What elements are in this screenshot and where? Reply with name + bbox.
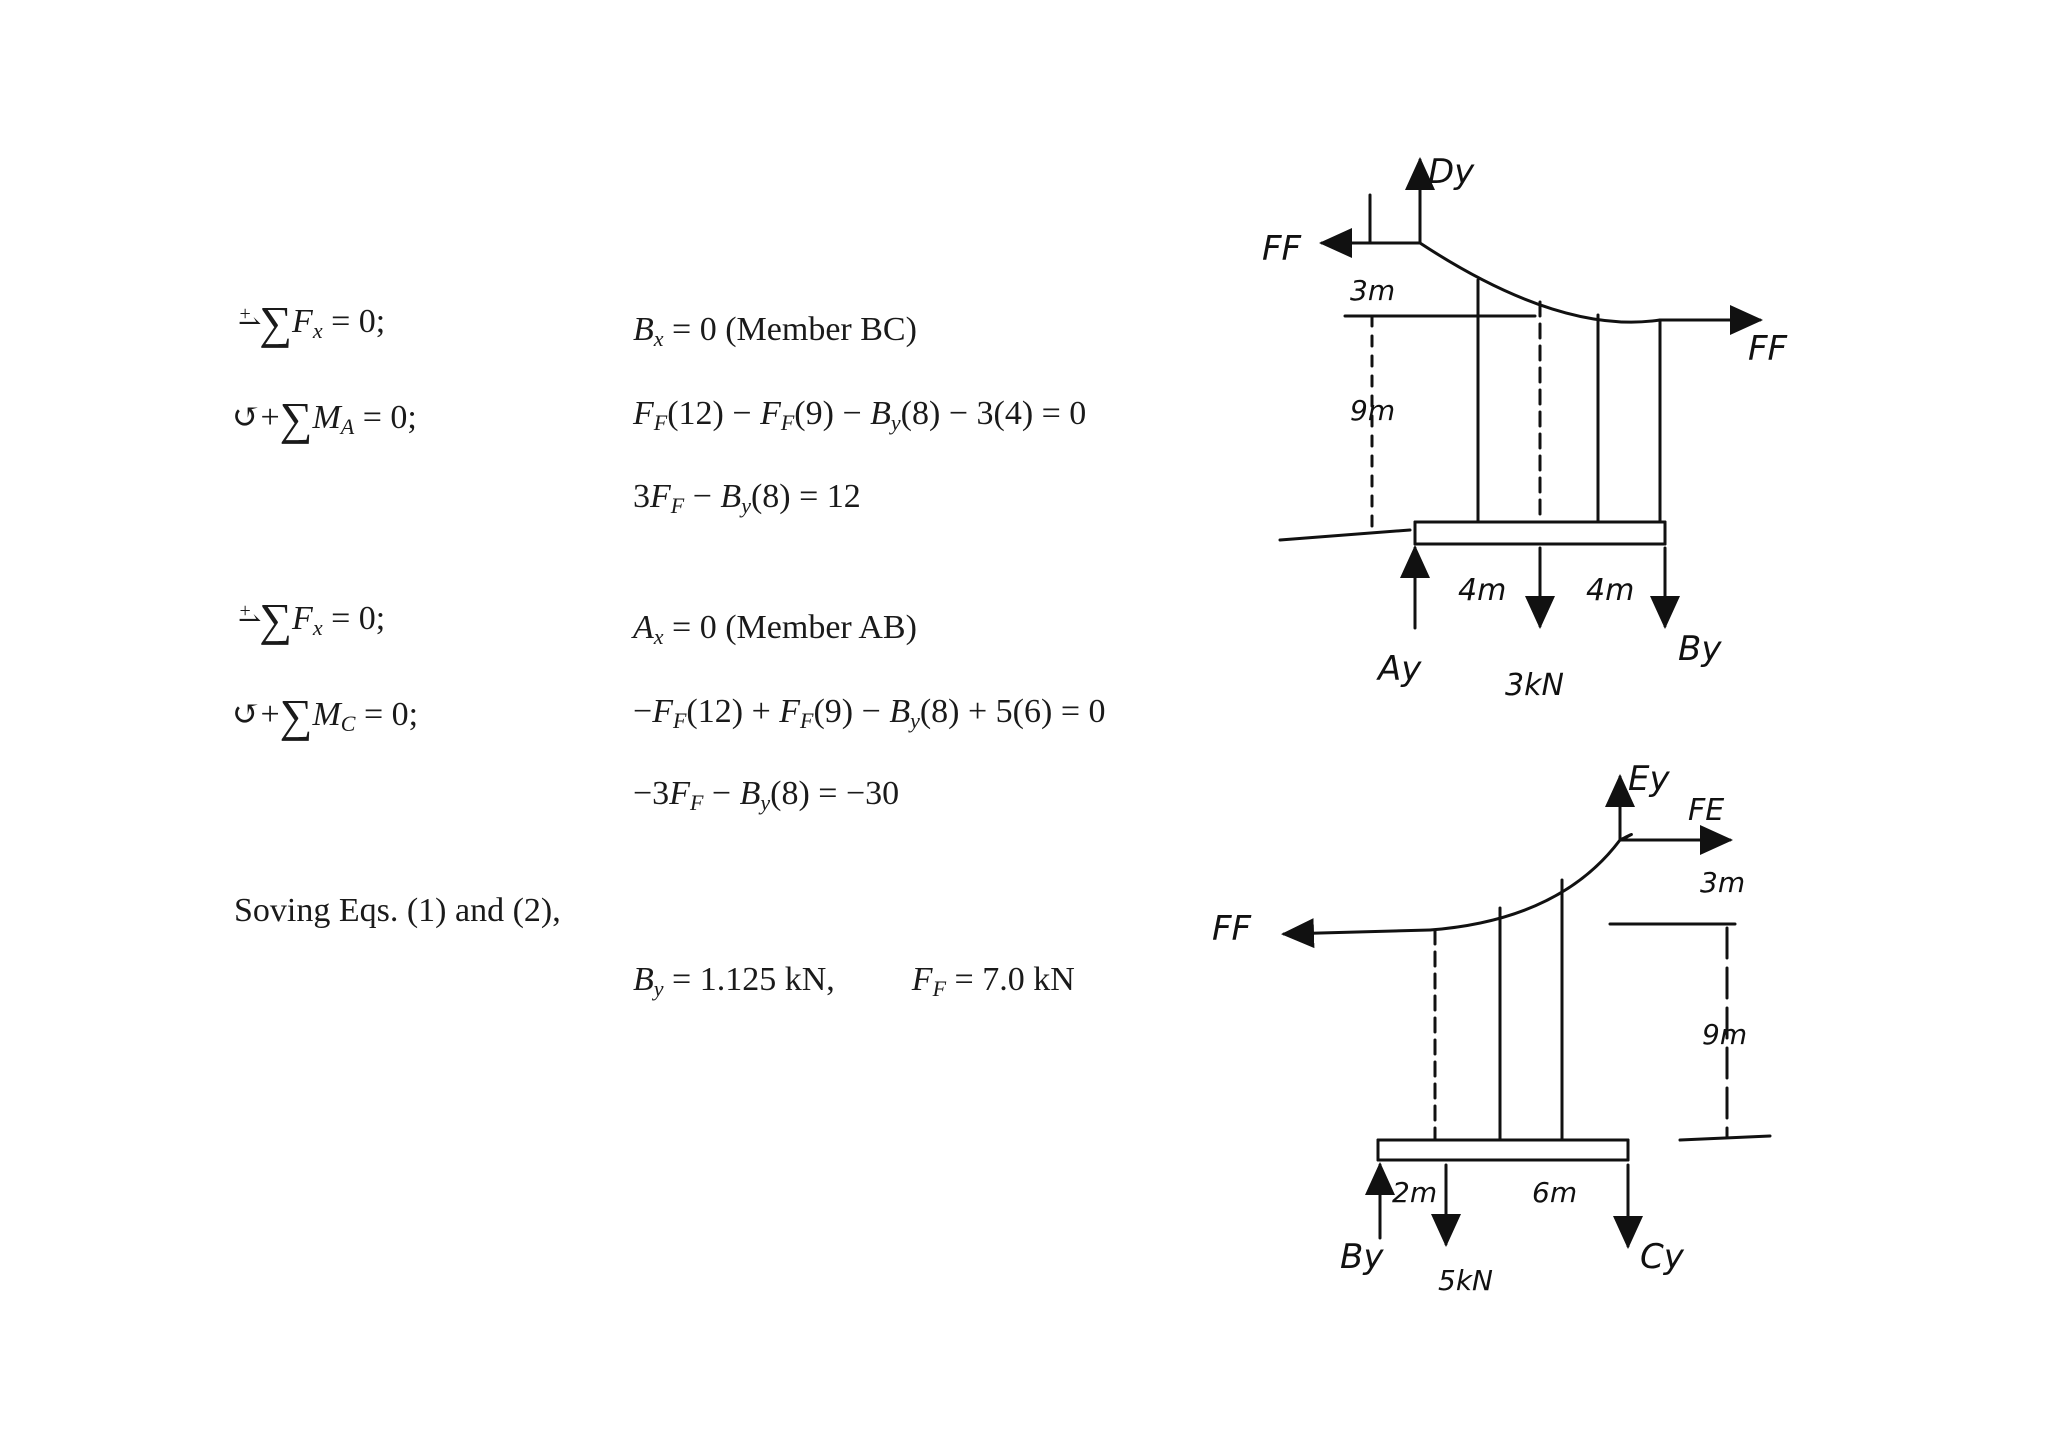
sum-mc-condition: ↺+∑MC = 0; <box>232 690 419 741</box>
label-9m-2: 9m <box>1702 1018 1747 1051</box>
label-4m-a: 4m <box>1458 573 1506 608</box>
solving-text: Soving Eqs. (1) and (2), <box>234 892 561 929</box>
label-9m: 9m <box>1350 394 1395 427</box>
diagram-2 <box>1281 774 1772 1249</box>
equation-2: −3FF − By(8) = −30 <box>633 775 900 815</box>
ax-equation: Ax = 0 (Member AB) <box>633 609 917 649</box>
label-6m: 6m <box>1532 1176 1577 1209</box>
label-ff-2: FF <box>1212 909 1252 949</box>
label-ay: Ay <box>1376 649 1422 689</box>
results-line: By = 1.125 kN, FF = 7.0 kN <box>633 961 1075 1001</box>
moment-c-equation: −FF(12) + FF(9) − By(8) + 5(6) = 0 <box>633 693 1106 733</box>
label-by-2: By <box>1340 1237 1384 1277</box>
label-3kn: 3kN <box>1505 668 1564 703</box>
label-2m: 2m <box>1392 1176 1437 1209</box>
sum-fx-condition-1: ⇀+ ∑Fx = 0; <box>238 297 386 348</box>
label-4m-b: 4m <box>1586 573 1634 608</box>
label-cy: Cy <box>1640 1237 1685 1277</box>
equation-1: 3FF − By(8) = 12 <box>633 478 861 518</box>
sum-fx-condition-2: ⇀+ ∑Fx = 0; <box>238 594 386 645</box>
label-ff-right: FF <box>1748 329 1788 369</box>
label-fe: FE <box>1688 793 1724 828</box>
label-dy: Dy <box>1428 152 1475 192</box>
label-5kn: 5kN <box>1438 1264 1493 1297</box>
diagram-1 <box>1278 157 1763 630</box>
label-3m: 3m <box>1350 274 1395 307</box>
label-ff-left: FF <box>1262 229 1302 269</box>
sum-ma-condition: ↺+∑MA = 0; <box>232 393 417 444</box>
label-by: By <box>1678 629 1722 669</box>
moment-a-equation: FF(12) − FF(9) − By(8) − 3(4) = 0 <box>633 395 1087 435</box>
label-ey: Ey <box>1628 759 1670 799</box>
bx-equation: Bx = 0 (Member BC) <box>633 311 917 351</box>
label-3m-2: 3m <box>1700 866 1745 899</box>
